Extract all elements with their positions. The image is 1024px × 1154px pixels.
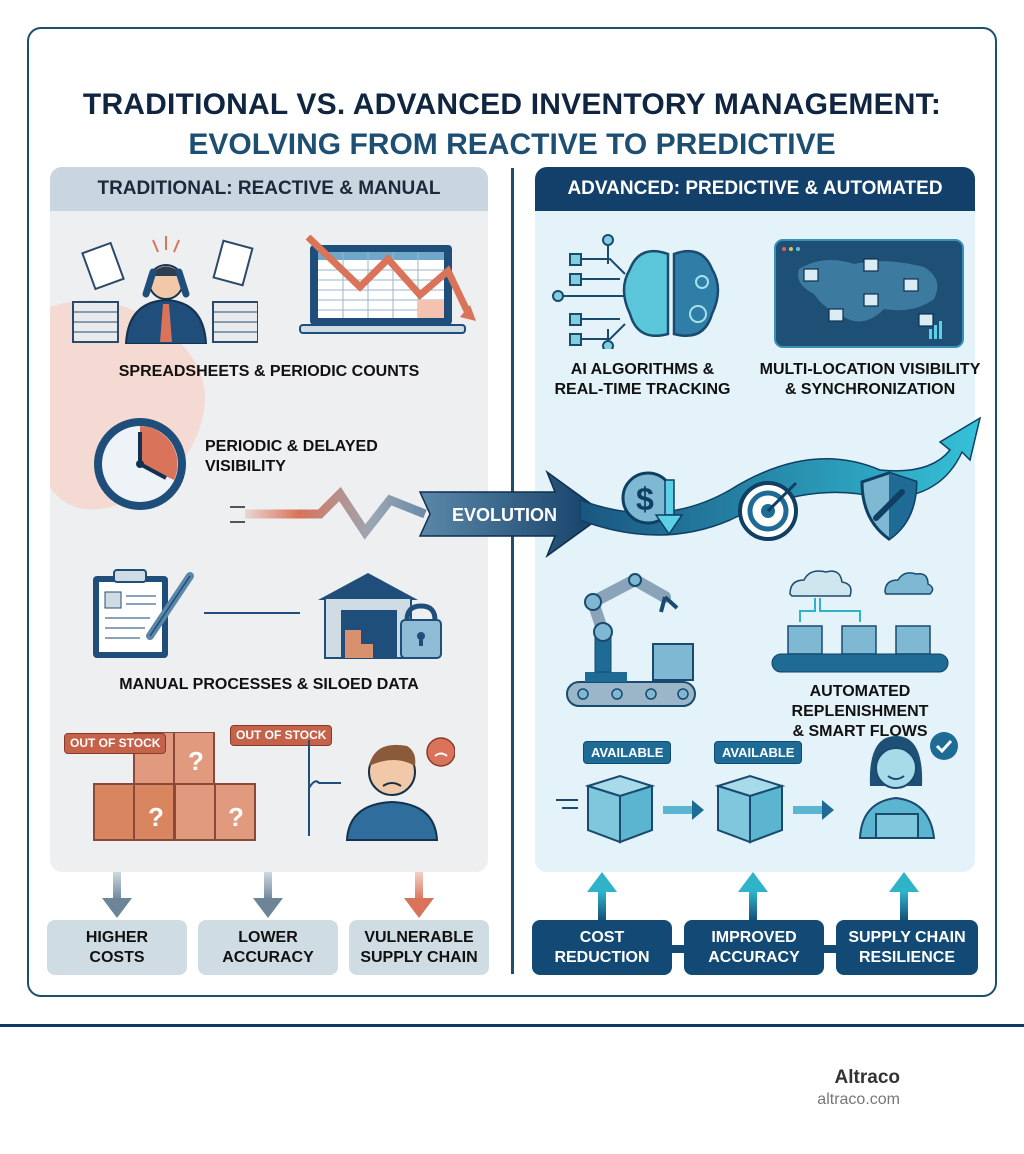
available-badge: AVAILABLE bbox=[714, 741, 803, 764]
replenishment-caption: AUTOMATED REPLENISHMENT & SMART FLOWS bbox=[740, 682, 980, 742]
outcome-line: SUPPLY CHAIN bbox=[848, 928, 966, 946]
outcome-line: LOWER bbox=[238, 928, 298, 946]
svg-text:?: ? bbox=[228, 802, 244, 832]
ai-brain-icon bbox=[552, 234, 720, 349]
footer-divider bbox=[0, 1024, 1024, 1027]
panel-divider bbox=[511, 168, 514, 974]
outcome-line: RESILIENCE bbox=[858, 948, 955, 966]
out-of-stock-badge: OUT OF STOCK bbox=[230, 725, 333, 746]
outcome-line: REDUCTION bbox=[554, 948, 650, 966]
happy-customer-icon bbox=[858, 732, 958, 839]
spreadsheets-caption: SPREADSHEETS & PERIODIC COUNTS bbox=[118, 363, 420, 380]
outcome-line: COST bbox=[579, 928, 625, 946]
outcome-line: SUPPLY CHAIN bbox=[360, 948, 478, 966]
outcome-line: ACCURACY bbox=[222, 948, 314, 966]
traditional-heading: TRADITIONAL: REACTIVE & MANUAL bbox=[50, 167, 488, 211]
outcome-improved-accuracy: IMPROVED ACCURACY bbox=[684, 920, 824, 975]
brand-name: Altraco bbox=[834, 1067, 900, 1088]
outcome-line: VULNERABLE bbox=[364, 928, 474, 946]
target-icon bbox=[738, 481, 798, 541]
outcome-line: COSTS bbox=[89, 948, 145, 966]
evolution-arrow-icon bbox=[230, 470, 607, 559]
outcome-cost-reduction: COST REDUCTION bbox=[532, 920, 672, 975]
caption-line: AUTOMATED REPLENISHMENT bbox=[791, 683, 929, 720]
caption-line: MULTI-LOCATION VISIBILITY bbox=[759, 361, 981, 378]
out-of-stock-badge: OUT OF STOCK bbox=[64, 733, 167, 754]
angry-customer-icon bbox=[345, 737, 455, 841]
caption-line: & SYNCHRONIZATION bbox=[784, 381, 956, 398]
connector-line bbox=[204, 612, 300, 614]
outcome-connector bbox=[670, 945, 695, 953]
manual-processes-caption: MANUAL PROCESSES & SILOED DATA bbox=[119, 676, 419, 693]
outcome-vulnerable-supply-chain: VULNERABLE SUPPLY CHAIN bbox=[349, 920, 489, 975]
locked-warehouse-icon bbox=[318, 573, 442, 659]
unknown-boxes-icon: ? ? ? bbox=[93, 732, 256, 841]
svg-text:$: $ bbox=[636, 481, 654, 517]
outcome-line: ACCURACY bbox=[708, 948, 800, 966]
periodic-visibility-caption: PERIODIC & DELAYED VISIBILITY bbox=[205, 437, 378, 477]
shield-icon bbox=[860, 471, 918, 541]
outcome-lower-accuracy: LOWER ACCURACY bbox=[198, 920, 338, 975]
outcome-connector bbox=[820, 945, 845, 953]
world-map-dashboard-icon bbox=[774, 239, 964, 348]
box-flow-icon bbox=[556, 774, 834, 844]
caption-line: REAL-TIME TRACKING bbox=[554, 381, 731, 398]
ai-caption: AI ALGORITHMS & REAL-TIME TRACKING bbox=[535, 360, 750, 400]
clock-icon bbox=[94, 418, 186, 510]
robot-arm-icon bbox=[566, 573, 696, 707]
available-badge: AVAILABLE bbox=[583, 741, 672, 764]
outcome-up-arrows bbox=[587, 872, 919, 922]
svg-text:?: ? bbox=[148, 802, 164, 832]
growth-wave-arrow-icon bbox=[580, 416, 982, 536]
bracket-connector bbox=[308, 740, 341, 836]
advanced-heading: ADVANCED: PREDICTIVE & AUTOMATED bbox=[535, 167, 975, 211]
page-title: TRADITIONAL VS. ADVANCED INVENTORY MANAG… bbox=[82, 88, 942, 121]
stressed-worker-icon bbox=[72, 236, 258, 344]
evolution-label: EVOLUTION bbox=[452, 505, 558, 525]
declining-spreadsheet-laptop-icon bbox=[299, 235, 476, 334]
cloud-conveyor-icon bbox=[771, 570, 949, 673]
cost-down-icon: $ bbox=[621, 471, 684, 536]
outcome-line: IMPROVED bbox=[711, 928, 797, 946]
brand-url[interactable]: altraco.com bbox=[817, 1091, 900, 1108]
outcome-line: HIGHER bbox=[85, 928, 149, 946]
svg-text:?: ? bbox=[188, 746, 204, 776]
outcome-supply-chain-resilience: SUPPLY CHAIN RESILIENCE bbox=[836, 920, 978, 975]
multi-location-caption: MULTI-LOCATION VISIBILITY & SYNCHRONIZAT… bbox=[750, 360, 990, 400]
caption-line: AI ALGORITHMS & bbox=[570, 361, 715, 378]
caption-line: & SMART FLOWS bbox=[792, 723, 928, 740]
caption-line: VISIBILITY bbox=[205, 458, 286, 475]
caption-line: PERIODIC & DELAYED bbox=[205, 438, 378, 455]
outcome-higher-costs: HIGHER COSTS bbox=[47, 920, 187, 975]
page-subtitle: EVOLVING FROM REACTIVE TO PREDICTIVE bbox=[188, 128, 836, 161]
clipboard-pen-icon bbox=[93, 569, 194, 658]
outcome-down-arrows bbox=[102, 872, 434, 918]
